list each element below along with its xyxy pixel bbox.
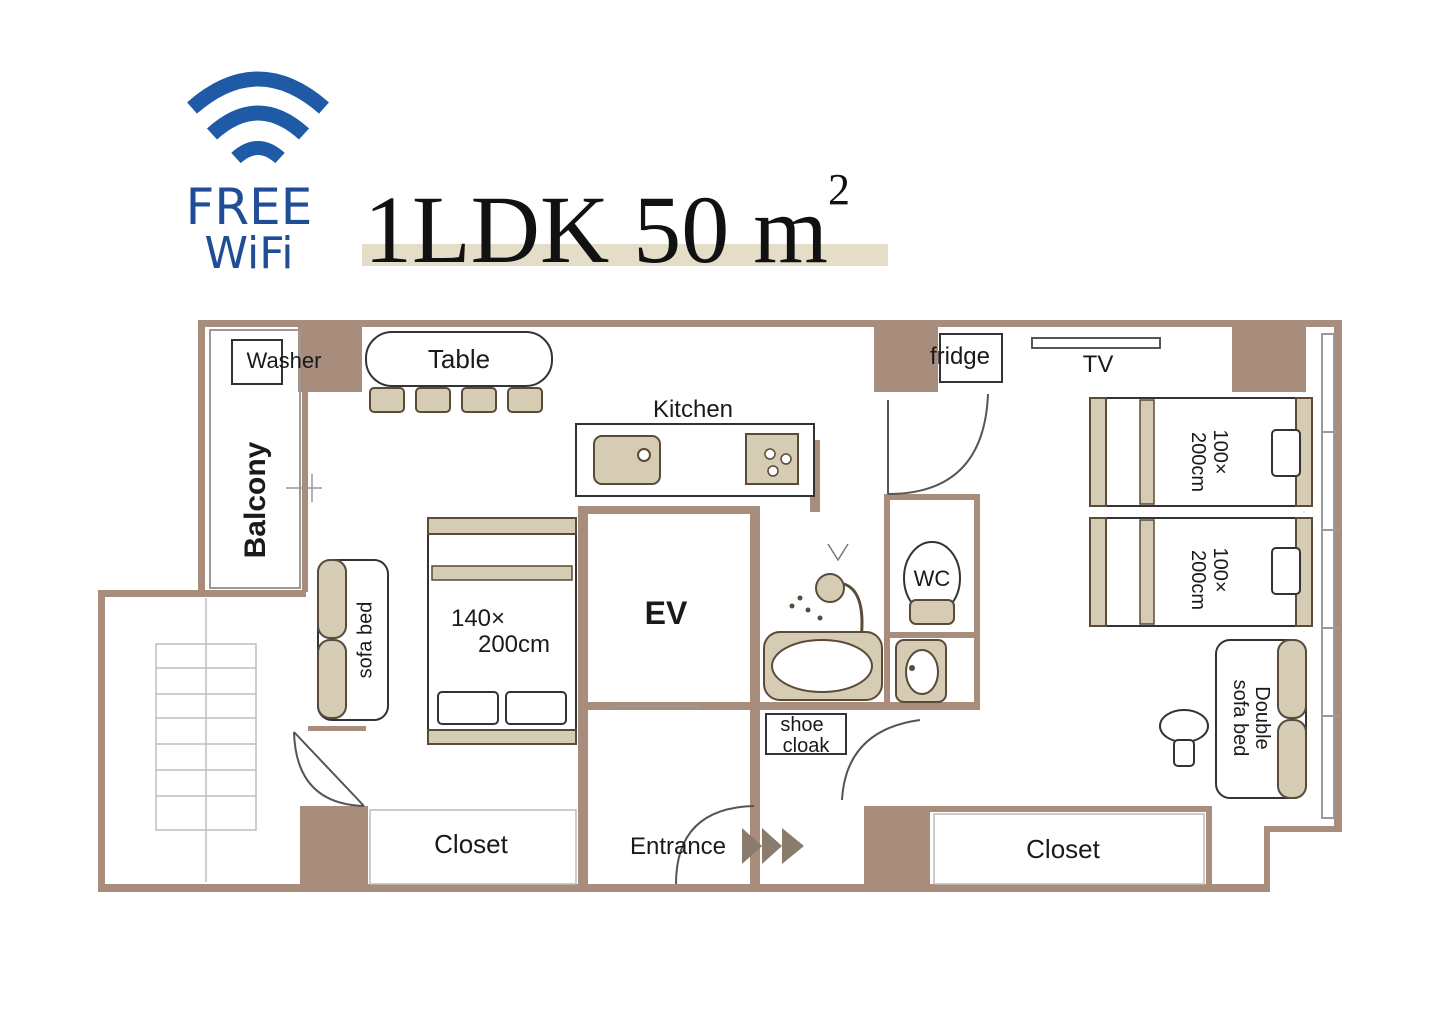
toilet: WC <box>903 541 961 625</box>
tv-label: TV <box>1083 351 1114 378</box>
double-sofa-bed: Double sofa bed <box>1215 639 1307 799</box>
fridge: fridge <box>930 333 1003 383</box>
page-title: 1LDK 50 m2 <box>364 165 850 283</box>
fridge-label: fridge <box>930 343 990 370</box>
bathroom <box>763 543 883 701</box>
table-label: Table <box>428 344 490 374</box>
wash-basin <box>895 639 947 703</box>
entrance-label: Entrance <box>630 833 726 860</box>
washer-label: Washer <box>247 348 322 373</box>
single-bed-upper-size-2: 200cm <box>1187 432 1209 492</box>
wifi-icon <box>187 71 329 164</box>
double-bed-size-2: 200cm <box>478 631 550 658</box>
wifi-label-wifi: WiFi <box>204 228 293 279</box>
staircase <box>155 598 257 882</box>
single-bed-upper: 100× 200cm <box>1089 397 1313 507</box>
double-bed-size-1: 140× <box>451 605 505 632</box>
closet-left-label: Closet <box>434 829 508 859</box>
shoe-cloak-label-1: shoe <box>780 714 823 736</box>
sink-icon <box>593 435 661 485</box>
double-sofa-label-1: Double <box>1251 686 1273 749</box>
shoe-cloak-label-2: cloak <box>783 735 831 757</box>
elevator-label: EV <box>645 595 688 631</box>
right-window <box>1321 333 1340 819</box>
closet-left: Closet <box>369 809 577 885</box>
tv: TV <box>1031 337 1161 378</box>
wc-label: WC <box>914 566 951 591</box>
dining-table: Table <box>365 331 553 413</box>
sofa-bed-label: sofa bed <box>354 602 376 679</box>
entrance: Entrance <box>630 828 804 864</box>
closet-right-label: Closet <box>1026 834 1100 864</box>
double-bed: 140× 200cm <box>427 517 577 745</box>
balcony: Balcony <box>209 329 322 589</box>
shower-head-icon <box>815 573 845 603</box>
wifi-label-free: FREE <box>186 178 313 236</box>
side-table <box>1159 709 1209 767</box>
single-bed-lower-size-1: 100× <box>1209 547 1231 592</box>
single-bed-upper-size-1: 100× <box>1209 429 1231 474</box>
closet-right: Closet <box>933 813 1205 885</box>
sofa-bed: sofa bed <box>317 559 389 721</box>
structural-columns <box>298 320 1306 892</box>
shoe-cloak: shoe cloak <box>765 713 847 757</box>
entrance-arrow-icon <box>742 828 804 864</box>
double-sofa-label-2: sofa bed <box>1229 680 1251 757</box>
exterior-walls <box>98 320 1342 892</box>
kitchen-label: Kitchen <box>653 396 733 423</box>
washer: Washer <box>231 339 322 385</box>
title-underline <box>362 244 888 266</box>
single-bed-lower: 100× 200cm <box>1089 517 1313 627</box>
kitchen-counter: Kitchen <box>575 396 815 497</box>
doors <box>293 393 989 885</box>
balcony-label: Balcony <box>239 441 272 558</box>
single-bed-lower-size-2: 200cm <box>1187 550 1209 610</box>
